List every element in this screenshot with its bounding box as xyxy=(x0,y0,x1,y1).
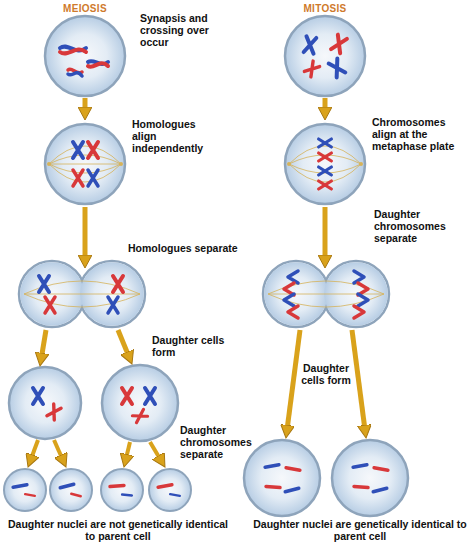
meiosis-gamete-cell xyxy=(101,469,143,511)
mitosis-daughter-cell xyxy=(332,440,408,516)
meiosis-gamete-cell xyxy=(149,469,191,511)
stage-label: Daughter chromosomes separate xyxy=(374,208,464,244)
mitosis-cell-anaphase xyxy=(263,261,389,327)
column-heading: MITOSIS xyxy=(285,3,365,15)
column-heading: MEIOSIS xyxy=(45,3,125,15)
meiosis-cell-prophase xyxy=(45,16,125,96)
result-label: Daughter nuclei are genetically identica… xyxy=(250,518,470,542)
progress-arrow xyxy=(288,98,365,426)
meiosis-gamete-cell xyxy=(4,469,46,511)
meiosis-cell-metaphase xyxy=(45,124,125,204)
mitosis-cell-prophase xyxy=(285,16,365,96)
stage-label: Homologues separate xyxy=(128,242,248,254)
meiosis-daughter-cell xyxy=(102,365,178,441)
result-label: Daughter nuclei are not genetically iden… xyxy=(4,518,232,542)
stage-label: Daughter chromosomes separate xyxy=(180,424,254,460)
meiosis-cell-anaphase xyxy=(19,261,145,327)
meiosis-gamete-cell xyxy=(50,469,92,511)
meiosis-daughter-cell xyxy=(9,367,81,439)
mitosis-daughter-cell xyxy=(244,440,320,516)
stage-label: Chromosomes align at the metaphase plate xyxy=(372,116,470,152)
stage-label: Daughter cells form xyxy=(301,362,351,386)
stage-label: Daughter cells form xyxy=(152,334,242,358)
mitosis-cell-metaphase xyxy=(285,124,365,204)
stage-label: Synapsis and crossing over occur xyxy=(140,12,230,48)
stage-label: Homologues align independently xyxy=(132,118,222,154)
